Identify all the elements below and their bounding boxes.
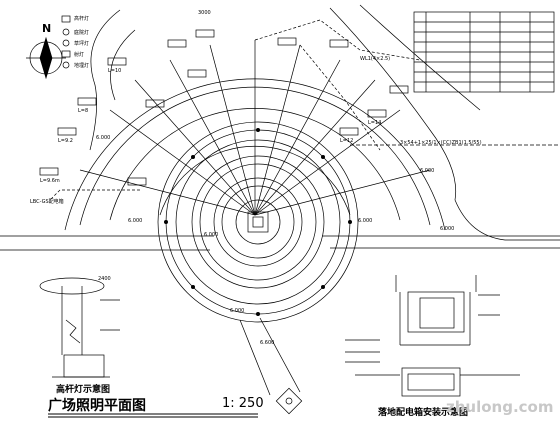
distribution-box-caption: 落地配电箱安装示意图 (378, 408, 469, 418)
title-underline (48, 413, 258, 418)
annotation: L=9.2 (58, 138, 73, 144)
annotation: L=8 (78, 108, 89, 114)
legend-item: 射灯 (74, 52, 85, 58)
dimension-label: 6.000 (230, 308, 245, 314)
annotation: 3×54+1×25/1×(CC)ZB1(1.5/55) (400, 140, 482, 146)
legend-item: 草坪灯 (74, 41, 90, 47)
pole-lamp-caption: 高杆灯示意图 (56, 385, 111, 395)
annotation: WL1(4×2.5) (360, 56, 391, 62)
annotation: L=9.6m (40, 178, 60, 184)
annotation: LBC-GS配电箱 (30, 199, 64, 205)
dimension-label: 6.000 (440, 226, 455, 232)
legend-item: 地埋灯 (74, 63, 90, 69)
drawing-scale: 1: 250 (222, 396, 264, 411)
dimension-label: 6.000 (204, 232, 219, 238)
dimension-label: 6.000 (358, 218, 373, 224)
dimension-label: 6.000 (128, 218, 143, 224)
dimension-label: 6.600 (260, 340, 275, 346)
dimension-label: 6.000 (420, 168, 435, 174)
drawing-title: 广场照明平面图 (48, 398, 146, 414)
annotation: L=14 (368, 120, 382, 126)
legend-item: 高杆灯 (74, 16, 90, 22)
compass-letter: N (42, 22, 52, 35)
annotation: L=10 (108, 68, 122, 74)
annotation: L=12 (340, 138, 354, 144)
dimension-label: 6.000 (96, 135, 111, 141)
dimension-label: 3000 (198, 10, 211, 16)
dimension-label: 2400 (98, 276, 111, 282)
legend-item: 庭院灯 (74, 30, 90, 36)
watermark: zhulong.com (446, 398, 554, 416)
